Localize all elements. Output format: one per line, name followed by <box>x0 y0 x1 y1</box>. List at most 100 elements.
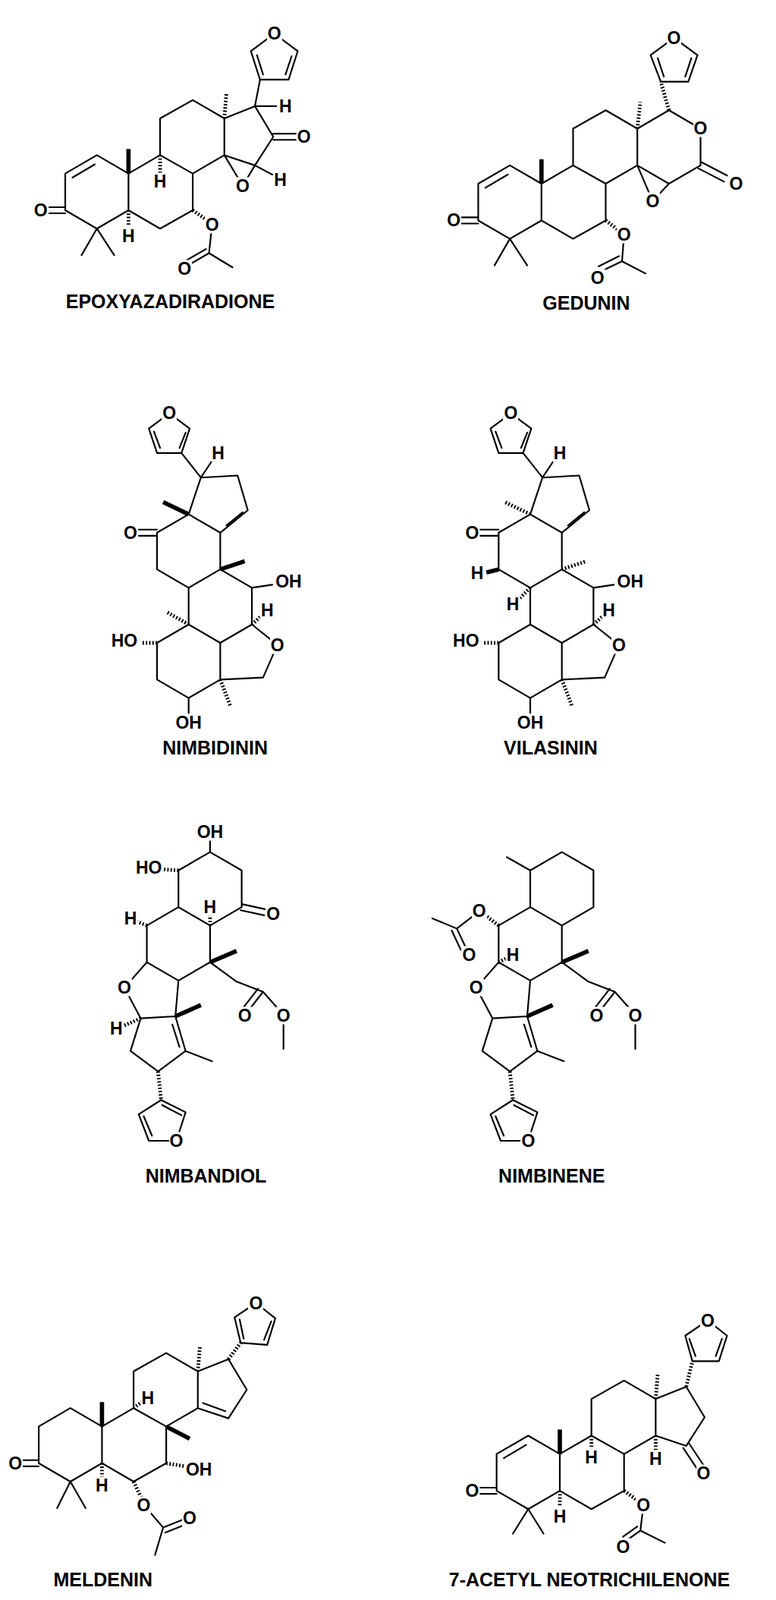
atom-label: O <box>635 1495 651 1513</box>
atom-label: O <box>471 901 487 920</box>
hashed-bond <box>606 81 670 233</box>
atom-label: O <box>235 176 251 195</box>
atom-label: O <box>248 1293 264 1311</box>
atom-label: O <box>296 128 312 146</box>
atom-label: O <box>116 978 132 996</box>
atom-label: O <box>267 25 283 43</box>
neotrichilenone-skeleton <box>480 1319 727 1543</box>
epoxyazadiradione-skeleton <box>47 33 299 268</box>
atom-label: H <box>505 945 521 964</box>
bond <box>22 1302 276 1555</box>
compound-name: NIMBANDIOL <box>144 1165 268 1185</box>
atom-label: H <box>601 600 616 619</box>
wedge-bond <box>557 1428 563 1453</box>
hashed-bond <box>559 1360 693 1505</box>
bond <box>459 37 727 274</box>
atom-label: H <box>278 97 293 115</box>
atom-label: O <box>161 404 177 422</box>
compound-name: GEDUNIN <box>541 293 631 313</box>
atom-label: HO <box>452 631 481 650</box>
hashed-bond <box>485 914 513 1100</box>
atom-label: O <box>628 1005 644 1024</box>
atom-label: OH <box>185 1459 214 1477</box>
wedge-bond <box>101 1401 190 1438</box>
nimbinene-skeleton <box>432 851 636 1141</box>
atom-label: O <box>7 1453 23 1471</box>
atom-label: O <box>693 119 709 138</box>
atom-label: O <box>464 1480 480 1499</box>
wedge-bond <box>486 568 499 572</box>
atom-label: O <box>276 1005 292 1024</box>
atom-label: H <box>552 1506 568 1524</box>
atom-label: H <box>153 172 168 191</box>
atom-label: O <box>270 635 286 654</box>
atom-label: O <box>136 1495 152 1513</box>
atom-label: H <box>94 1476 110 1494</box>
atom-label: O <box>700 1310 716 1329</box>
atom-label: O <box>666 28 682 47</box>
atom-label: OH <box>196 822 225 840</box>
atom-label: H <box>273 170 288 189</box>
atom-label: O <box>461 945 477 964</box>
atom-label: O <box>33 201 49 219</box>
bond <box>480 413 619 714</box>
wedge-bond <box>539 159 544 184</box>
atom-label: H <box>123 908 139 927</box>
atom-label: O <box>588 1005 604 1024</box>
atom-label: HO <box>135 857 164 876</box>
hashed-bond <box>482 501 605 706</box>
atom-label: H <box>109 1019 124 1037</box>
nimbandiol-skeleton <box>124 840 284 1141</box>
atom-label: O <box>644 191 660 210</box>
atom-label: OH <box>616 572 645 591</box>
atom-label: O <box>182 1508 198 1527</box>
atom-label: HO <box>110 631 139 650</box>
atom-label: O <box>520 1131 536 1149</box>
atom-label: H <box>260 600 275 619</box>
atom-label: O <box>615 1536 631 1555</box>
bond <box>124 840 284 1141</box>
compound-name: NIMBINENE <box>497 1165 606 1185</box>
nimbidinin-skeleton <box>138 413 278 714</box>
compound-name: VILASININ <box>502 738 599 758</box>
atom-label: O <box>696 1464 712 1482</box>
compound-name: EPOXYAZADIRADIONE <box>65 291 277 311</box>
atom-label: O <box>446 211 462 230</box>
hashed-bond <box>101 1341 241 1499</box>
atom-label: O <box>468 978 484 996</box>
atom-label: O <box>590 268 606 286</box>
atom-label: O <box>616 226 632 244</box>
atom-label: OH <box>174 713 203 731</box>
atom-label: O <box>728 174 745 192</box>
bond <box>432 851 636 1141</box>
atom-label: H <box>121 226 136 245</box>
atom-label: H <box>470 564 485 582</box>
atom-label: O <box>464 523 480 541</box>
atom-label: H <box>648 1449 663 1468</box>
bond <box>47 33 299 268</box>
atom-label: OH <box>516 713 545 731</box>
wedge-bond <box>126 148 132 173</box>
atom-label: H <box>505 594 521 613</box>
compound-name: 7-ACETYL NEOTRICHILENONE <box>448 1568 731 1588</box>
atom-label: O <box>169 1131 185 1149</box>
atom-label: O <box>503 404 519 422</box>
atom-label: H <box>210 443 226 462</box>
meldenin-skeleton <box>22 1302 276 1555</box>
atom-label: H <box>141 1388 156 1406</box>
atom-label: H <box>203 898 218 916</box>
atom-label: O <box>122 523 139 541</box>
bond <box>480 1319 727 1543</box>
hashed-bond <box>124 868 211 1100</box>
atom-label: O <box>237 1005 253 1024</box>
hashed-bond <box>128 94 227 227</box>
atom-label: O <box>176 259 192 277</box>
atom-label: O <box>611 635 627 654</box>
wedge-bond <box>163 501 246 569</box>
bond <box>138 413 278 714</box>
atom-label: H <box>584 1447 599 1465</box>
wedge-bond <box>175 950 237 1016</box>
atom-label: O <box>204 215 220 233</box>
compound-name: NIMBIDININ <box>161 738 269 758</box>
